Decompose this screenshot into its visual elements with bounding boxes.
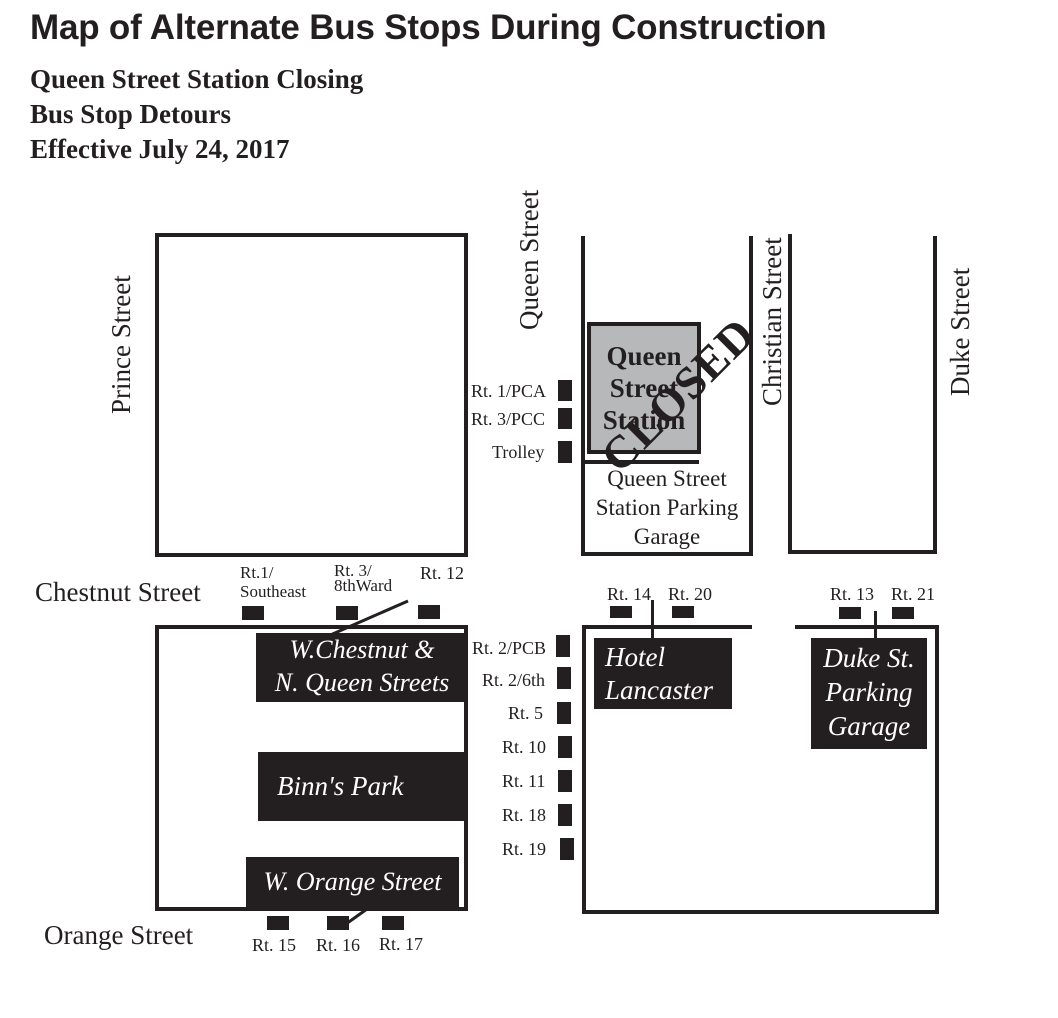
stop-label-rt17: Rt. 17 <box>379 934 424 954</box>
stop-label-rt10: Rt. 10 <box>502 737 547 757</box>
bus-stop-rt10[interactable] <box>558 736 572 758</box>
bus-stop-rt16[interactable] <box>327 916 349 930</box>
block-north-center-east-edge <box>749 236 753 556</box>
bus-stop-rt21[interactable] <box>892 607 914 619</box>
map-title: Map of Alternate Bus Stops During Constr… <box>30 8 827 47</box>
bus-stop-rt5[interactable] <box>557 702 571 724</box>
stop-pointer-line-rt16 <box>345 902 375 926</box>
stop-label-rt18: Rt. 18 <box>502 805 547 825</box>
street-label-chestnut: Chestnut Street <box>35 577 201 607</box>
block-north-center-west-edge <box>581 236 585 556</box>
station-label-line2: Street <box>609 373 679 403</box>
wchestnut-label-line1: W.Chestnut & <box>289 635 435 664</box>
hotel-label-line2: Lancaster <box>605 675 713 705</box>
bus-stop-rt3-pcc[interactable] <box>558 408 572 429</box>
stop-label-rt12: Rt. 12 <box>420 563 465 583</box>
bus-stop-rt14[interactable] <box>610 606 632 618</box>
street-label-orange: Orange Street <box>44 920 194 950</box>
city-block-northwest <box>155 233 468 557</box>
station-label-line3: Station <box>602 405 686 435</box>
stop-label-rt1-line2: Southeast <box>240 582 307 601</box>
bus-stop-rt15[interactable] <box>267 916 289 930</box>
stop-label-rt3-line2: 8thWard <box>334 576 393 595</box>
station-separator-line <box>585 460 699 464</box>
garage-label-line2: Station Parking <box>595 495 739 520</box>
stop-pointer-line-rt12 <box>327 599 409 638</box>
subtitle-detours: Bus Stop Detours <box>30 99 232 129</box>
bus-stop-rt1-southeast[interactable] <box>242 606 264 620</box>
bus-stop-rt19[interactable] <box>560 838 574 860</box>
stop-label-rt15: Rt. 15 <box>252 935 297 955</box>
block-southeast-east-edge <box>935 626 939 914</box>
landmark-binns-park: Binn's Park <box>258 752 468 821</box>
bus-stop-rt12[interactable] <box>418 605 440 619</box>
block-south-center-top-edge <box>582 625 752 629</box>
duke-garage-label-line1: Duke St. <box>823 643 915 673</box>
bus-stop-rt1-pca[interactable] <box>558 380 572 401</box>
station-label-line1: Queen <box>606 341 682 371</box>
bus-stop-rt3-8thward[interactable] <box>336 606 358 620</box>
stop-pointer-line-rt14 <box>651 600 654 638</box>
landmark-hotel-lancaster: Hotel Lancaster <box>594 638 732 709</box>
stop-label-rt21: Rt. 21 <box>891 584 936 604</box>
stop-label-rt1-southeast: Rt.1/ Southeast <box>240 563 306 601</box>
block-southeast-top-edge <box>795 625 939 629</box>
street-label-duke: Duke Street <box>945 267 975 396</box>
street-label-prince: Prince Street <box>106 275 136 414</box>
block-south-center-west-edge <box>582 626 586 914</box>
stop-label-rt1-pca: Rt. 1/PCA <box>471 381 547 401</box>
stop-label-rt14: Rt. 14 <box>607 584 652 604</box>
stop-label-rt20: Rt. 20 <box>668 584 713 604</box>
stop-label-rt3-pcc: Rt. 3/PCC <box>471 409 546 429</box>
block-northeast-west-edge <box>788 234 792 554</box>
duke-garage-label-line2: Parking <box>825 677 913 707</box>
landmark-duke-st-parking-garage: Duke St. Parking Garage <box>811 638 927 749</box>
block-south-bottom-edge <box>582 910 939 914</box>
bus-stop-rt18[interactable] <box>558 804 572 826</box>
bus-stop-rt13[interactable] <box>839 607 861 619</box>
hotel-label-line1: Hotel <box>605 642 665 672</box>
stop-label-rt11: Rt. 11 <box>502 771 546 791</box>
block-northeast-bottom-edge <box>788 550 937 554</box>
queen-street-station: Queen Street Station <box>587 322 701 454</box>
bus-stop-rt2-pcb[interactable] <box>556 635 570 657</box>
bus-stop-rt20[interactable] <box>672 606 694 618</box>
stop-label-rt16: Rt. 16 <box>316 935 361 955</box>
landmark-w-orange-street: W. Orange Street <box>246 857 459 907</box>
landmark-w-chestnut-n-queen: W.Chestnut & N. Queen Streets <box>256 633 468 702</box>
stop-label-rt2-6th: Rt. 2/6th <box>482 670 546 690</box>
subtitle-closing: Queen Street Station Closing <box>30 64 364 94</box>
stop-label-rt5: Rt. 5 <box>508 703 544 723</box>
stop-label-trolley: Trolley <box>492 442 545 462</box>
block-northeast-east-edge <box>933 236 937 554</box>
subtitle-effective-date: Effective July 24, 2017 <box>30 134 290 164</box>
stop-label-rt3-line1: Rt. 3/ <box>334 561 372 580</box>
stop-label-rt19: Rt. 19 <box>502 839 547 859</box>
duke-garage-label-line3: Garage <box>827 711 911 741</box>
queen-station-parking-garage: Queen Street Station Parking Garage <box>586 464 748 551</box>
block-north-center-bottom-edge <box>581 552 753 556</box>
street-label-christian: Christian Street <box>757 237 787 406</box>
garage-label-line1: Queen Street <box>607 466 727 491</box>
bus-stop-rt2-6th[interactable] <box>557 667 571 689</box>
bus-stop-trolley[interactable] <box>558 441 572 463</box>
street-label-queen: Queen Street <box>514 189 544 330</box>
stop-label-rt3-8thward: Rt. 3/ 8thWard <box>334 561 393 595</box>
stop-label-rt2-pcb: Rt. 2/PCB <box>472 638 547 658</box>
wchestnut-label-line2: N. Queen Streets <box>274 668 450 697</box>
bus-stop-rt17[interactable] <box>382 916 404 930</box>
stop-label-rt13: Rt. 13 <box>830 584 875 604</box>
stop-label-rt1-line1: Rt.1/ <box>240 563 274 582</box>
garage-label-line3: Garage <box>633 524 701 549</box>
stop-pointer-line-rt13 <box>874 611 877 638</box>
bus-stop-rt11[interactable] <box>558 770 572 792</box>
